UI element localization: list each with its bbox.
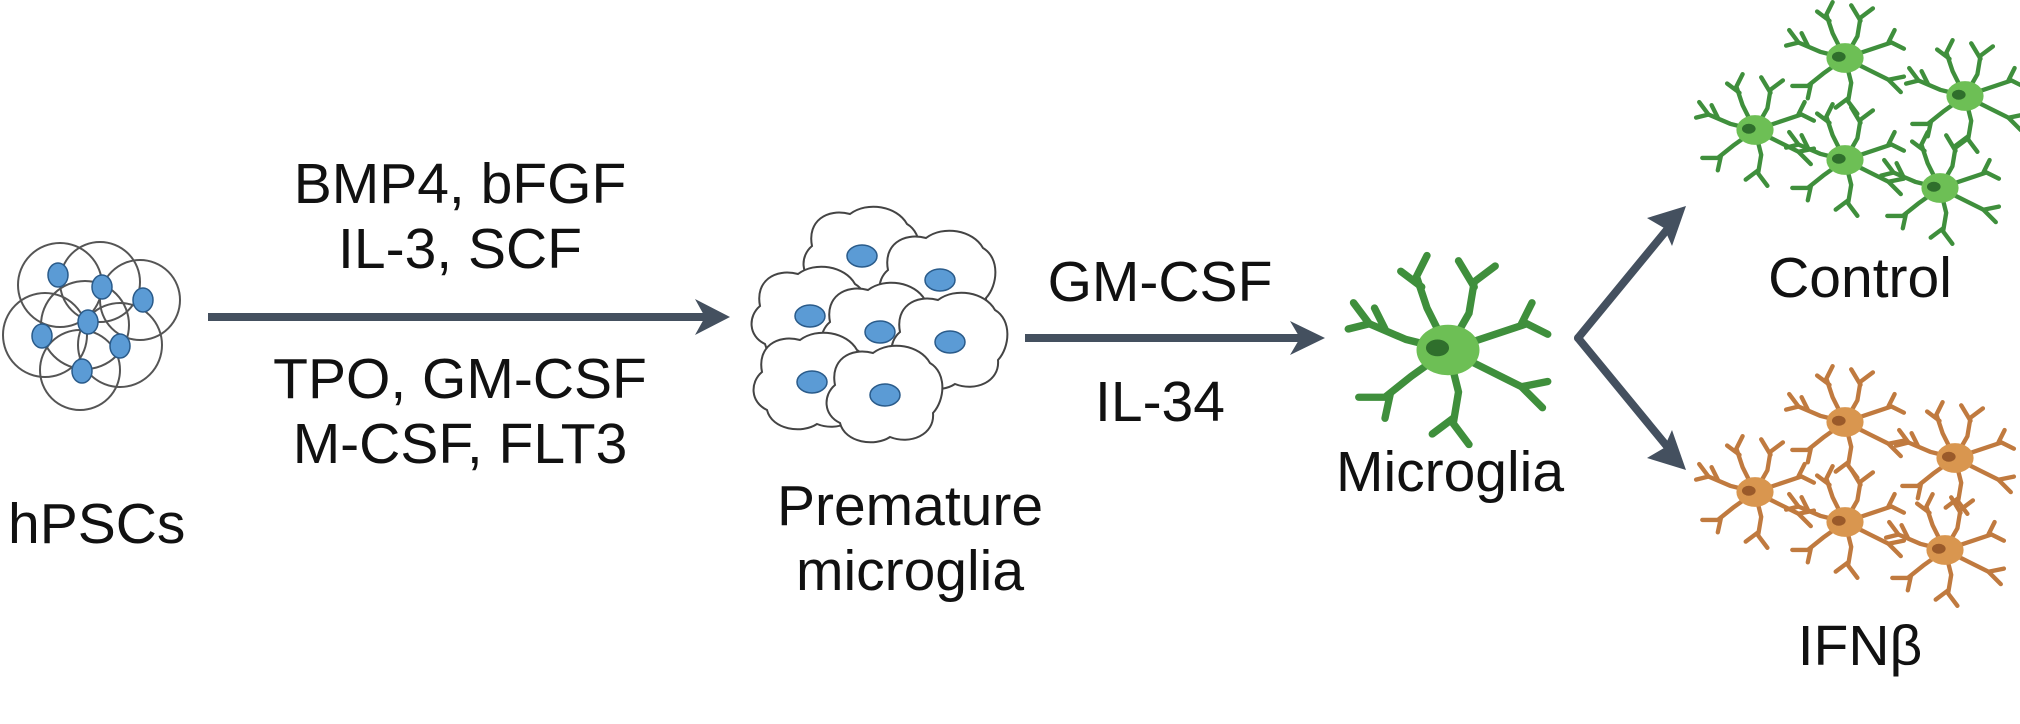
arrow-step2: [1025, 321, 1325, 355]
split-arrow-head-down: [1647, 430, 1686, 470]
premature-label-line2: microglia: [795, 539, 1025, 603]
hpsc-label: hPSCs: [8, 492, 186, 556]
microglia-group-control-icon: [1696, 2, 2020, 244]
premature-label-line1: Premature: [776, 474, 1044, 538]
step1-factor-line1: BMP4, bFGF: [293, 152, 627, 216]
arrow-step1: [208, 299, 730, 335]
microglia-label: Microglia: [1335, 440, 1565, 504]
ifnb-label: IFNβ: [1797, 614, 1923, 678]
microglia-cell-icon: [1348, 256, 1548, 445]
microglia-group-ifnb-icon: [1696, 366, 2014, 606]
step2-factor-top: GM-CSF: [1047, 250, 1273, 314]
premature-nuclei: [794, 244, 966, 407]
step1-factor-line4: M-CSF, FLT3: [292, 412, 628, 476]
step1-factor-line2: IL-3, SCF: [338, 217, 582, 281]
split-arrow-head-up: [1647, 206, 1686, 246]
stem-cell-cluster-icon: [2, 241, 181, 411]
step1-factor-line3: TPO, GM-CSF: [273, 347, 647, 411]
control-label: Control: [1768, 246, 1952, 310]
split-arrows: [1574, 222, 1674, 454]
step2-factor-bottom: IL-34: [1095, 370, 1225, 434]
